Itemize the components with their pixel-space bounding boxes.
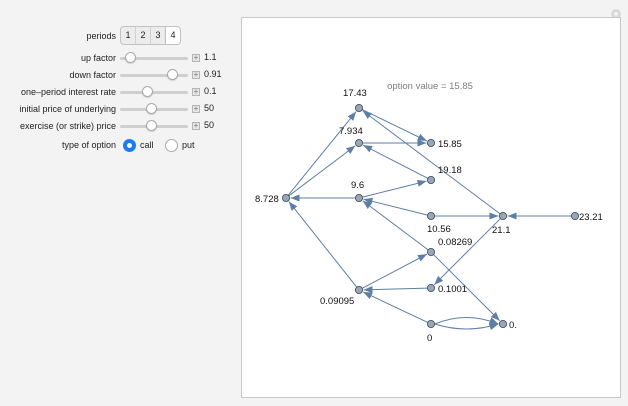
slider-thumb[interactable] — [124, 52, 136, 63]
node-value-label: 19.18 — [438, 165, 462, 176]
period-option-1[interactable]: 1 — [121, 27, 136, 44]
up-factor-label: up factor — [80, 53, 116, 63]
expand-plus-icon[interactable]: + — [192, 70, 200, 79]
initial-price-slider[interactable] — [120, 102, 188, 116]
tree-node — [355, 104, 364, 113]
interest-rate-value: 0.1 — [204, 86, 217, 96]
controls-panel: periods 1 2 3 4 up factor + 1.1 down fac… — [0, 0, 240, 406]
tree-node — [426, 211, 435, 220]
tree-edge — [362, 109, 428, 142]
tree-edge — [363, 286, 428, 294]
node-value-label: 15.85 — [438, 139, 462, 150]
tree-edge — [362, 144, 429, 179]
slider-thumb[interactable] — [145, 103, 157, 114]
node-value-label: 10.56 — [427, 224, 451, 235]
slider-thumb[interactable] — [166, 69, 178, 80]
expand-plus-icon[interactable]: + — [192, 104, 200, 113]
tree-node — [426, 319, 435, 328]
period-option-4[interactable]: 4 — [166, 27, 180, 44]
down-factor-label: down factor — [69, 70, 116, 80]
interest-rate-slider[interactable] — [120, 85, 188, 99]
tree-node — [426, 247, 435, 256]
node-value-label: 21.1 — [492, 225, 511, 236]
initial-price-value: 50 — [204, 103, 215, 113]
tree-edge — [287, 111, 357, 196]
tree-node — [355, 193, 364, 202]
tree-node — [355, 285, 364, 294]
up-factor-value: 1.1 — [204, 52, 217, 62]
strike-price-value: 50 — [204, 120, 215, 130]
node-value-label: 0.1001 — [438, 284, 467, 295]
node-value-label: 8.728 — [255, 194, 279, 205]
tree-edge — [434, 323, 499, 331]
slider-thumb[interactable] — [141, 86, 153, 97]
expand-plus-icon[interactable]: + — [192, 121, 200, 130]
tree-edge — [362, 110, 501, 215]
node-value-label: 7.934 — [339, 126, 363, 137]
tree-edge — [362, 200, 429, 251]
tree-node — [426, 283, 435, 292]
call-radio[interactable] — [123, 139, 136, 152]
binomial-tree-graph: option value = 15.85 8.728 9.6 0.09095 7.93… — [241, 17, 621, 398]
put-radio-label[interactable]: put — [182, 140, 195, 150]
node-value-label: 9.6 — [351, 180, 364, 191]
node-value-label: 23.21 — [579, 212, 603, 223]
up-factor-row: up factor + 1.1 — [0, 51, 240, 65]
tree-edge — [288, 145, 356, 197]
node-value-label: 0.08269 — [438, 237, 472, 248]
interest-rate-row: one–period interest rate + 0.1 — [0, 85, 240, 99]
option-type-label: type of option — [61, 140, 116, 150]
up-factor-slider[interactable] — [120, 51, 188, 65]
periods-label: periods — [86, 31, 116, 41]
down-factor-value: 0.91 — [204, 69, 222, 79]
tree-edge — [288, 201, 358, 288]
slider-thumb[interactable] — [145, 120, 157, 131]
interest-rate-label: one–period interest rate — [20, 87, 116, 97]
period-option-3[interactable]: 3 — [151, 27, 166, 44]
node-value-label: 0 — [427, 333, 432, 344]
tree-node — [426, 139, 435, 148]
put-radio[interactable] — [165, 139, 178, 152]
tree-edge — [362, 179, 427, 198]
tree-edge — [433, 218, 501, 286]
initial-price-row: initial price of underlying + 50 — [0, 102, 240, 116]
tree-node — [570, 211, 579, 220]
option-value-text: option value = 15.85 — [387, 81, 473, 92]
strike-price-label: exercise (or strike) price — [19, 121, 116, 131]
node-value-label: 0. — [509, 320, 517, 331]
initial-price-label: initial price of underlying — [19, 104, 116, 114]
tree-node — [498, 211, 507, 220]
node-value-label: 0.09095 — [320, 296, 354, 307]
tree-svg: option value = 15.85 8.728 9.6 0.09095 7.93… — [255, 81, 603, 344]
tree-node — [282, 193, 291, 202]
periods-selector[interactable]: 1 2 3 4 — [120, 26, 181, 45]
tree-edge — [361, 253, 428, 289]
tree-edge — [363, 197, 428, 216]
tree-node — [426, 175, 435, 184]
strike-price-row: exercise (or strike) price + 50 — [0, 119, 240, 133]
tree-edge — [362, 291, 428, 323]
down-factor-slider[interactable] — [120, 68, 188, 82]
tree-node — [498, 319, 507, 328]
tree-edge — [433, 254, 501, 322]
tree-node — [355, 139, 364, 148]
strike-price-slider[interactable] — [120, 119, 188, 133]
period-option-2[interactable]: 2 — [136, 27, 151, 44]
node-value-label: 17.43 — [343, 88, 367, 99]
tree-edge — [434, 317, 499, 325]
call-radio-label[interactable]: call — [140, 140, 154, 150]
options-plus-icon[interactable]: + — [611, 9, 621, 19]
expand-plus-icon[interactable]: + — [192, 53, 200, 62]
expand-plus-icon[interactable]: + — [192, 87, 200, 96]
down-factor-row: down factor + 0.91 — [0, 68, 240, 82]
